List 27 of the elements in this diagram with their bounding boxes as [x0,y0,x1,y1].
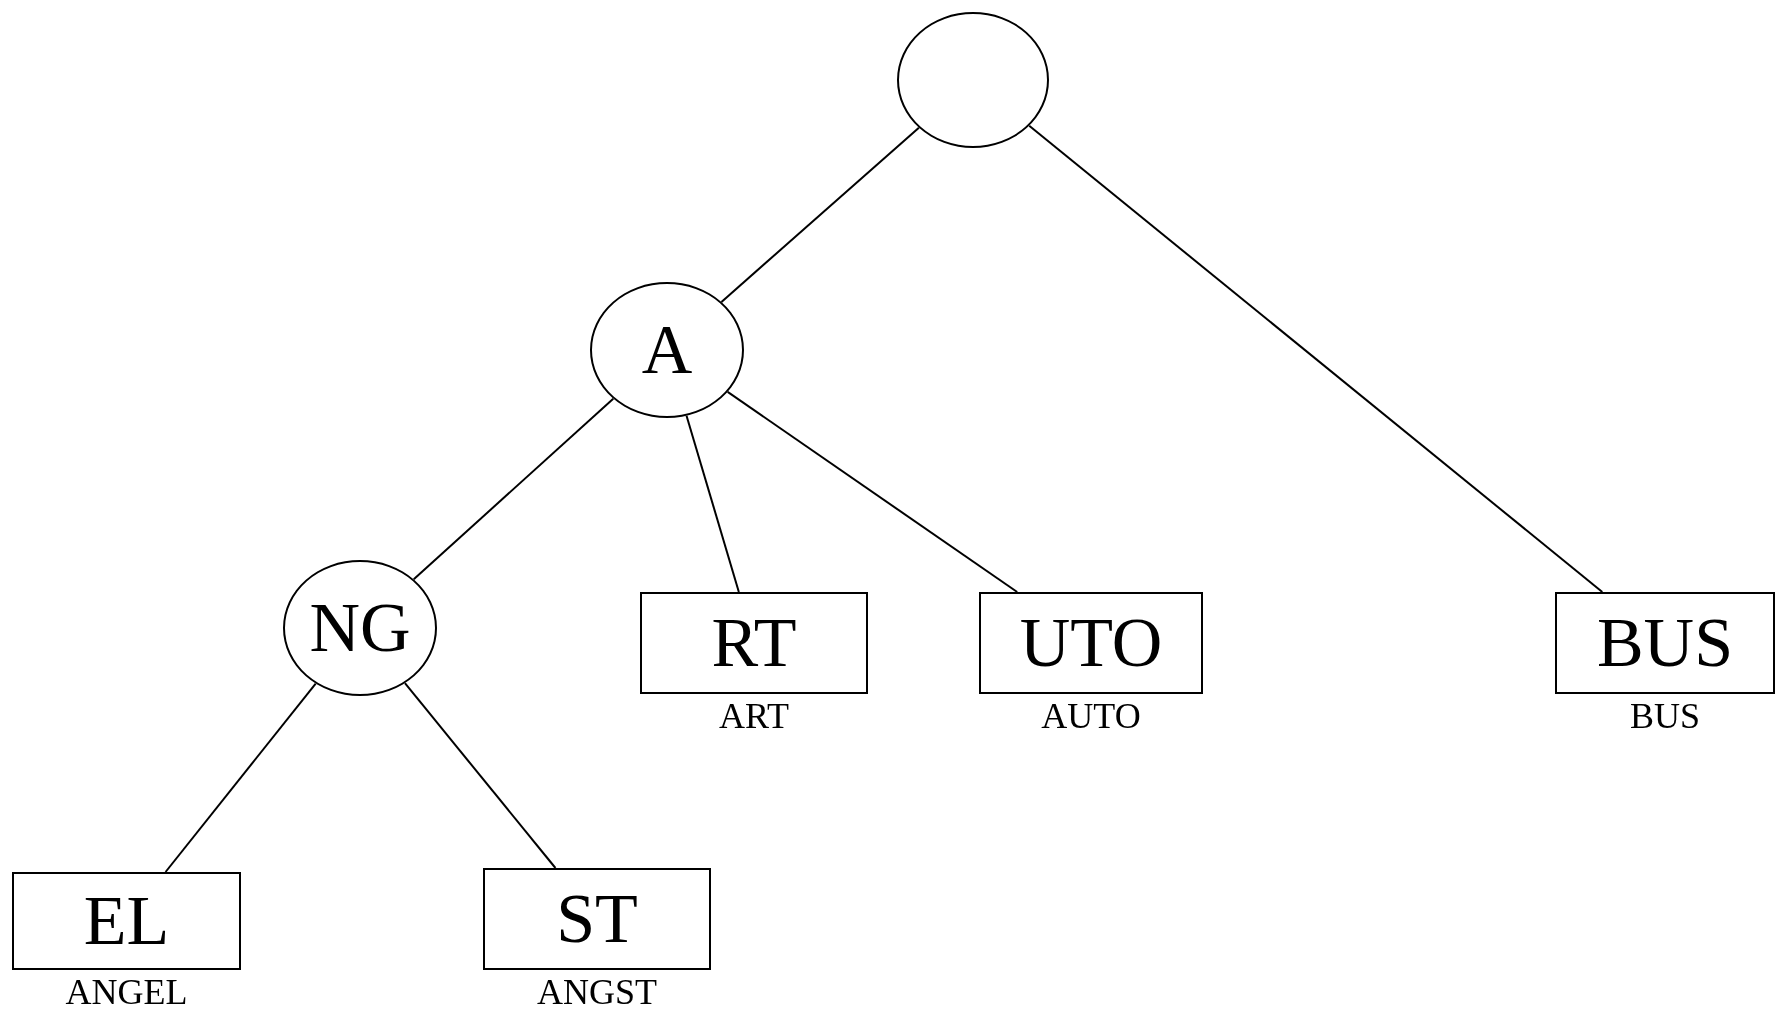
connector-line [403,682,557,869]
node-label: BUS [1596,608,1734,678]
node-label: UTO [1019,608,1163,678]
connector-line [726,390,1019,593]
leaf-box [483,868,711,970]
word-caption: ART [718,698,790,734]
connector-line [164,682,317,873]
circle-node [283,560,437,696]
node-label: A [641,315,693,385]
node-label: ST [556,884,638,954]
connector-line [412,397,615,581]
node-label: RT [711,608,797,678]
circle-node [897,12,1049,148]
word-caption: ANGST [536,974,658,1010]
node-label: EL [83,886,170,956]
connector-line [1028,124,1604,593]
connector-line [685,414,740,593]
leaf-box [1555,592,1775,694]
circle-node [590,282,744,418]
word-caption: BUS [1629,698,1701,734]
word-caption: AUTO [1040,698,1142,734]
word-caption: ANGEL [64,974,189,1010]
leaf-box [12,872,241,970]
connector-line [720,126,920,303]
leaf-box [640,592,868,694]
node-label: NG [309,593,411,663]
leaf-box [979,592,1203,694]
